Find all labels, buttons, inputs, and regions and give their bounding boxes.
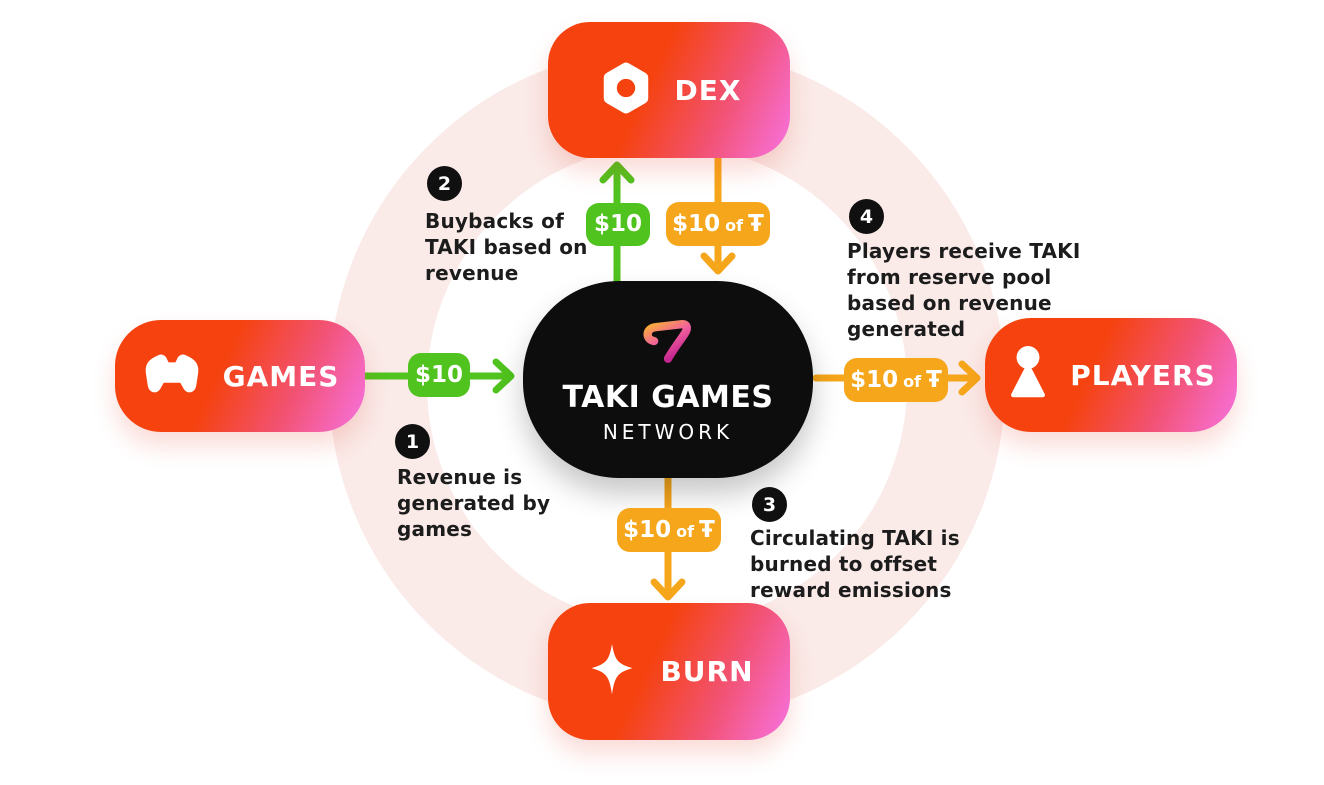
flow-connector: of: [903, 372, 922, 391]
center-title: TAKI GAMES: [562, 379, 774, 415]
person-icon: [1006, 345, 1050, 405]
flow-label-network-to-dex: $10: [586, 203, 650, 246]
step-1-text: Revenue is generated by games: [397, 465, 551, 541]
hexagon-icon: [597, 59, 655, 121]
flow-amount: $10: [623, 516, 672, 543]
step-2-badge: 2: [427, 166, 462, 201]
step-2-text: Buybacks of TAKI based on revenue: [425, 209, 588, 285]
burn-label: BURN: [660, 655, 754, 688]
taki-token-symbol: Ŧ: [926, 366, 942, 393]
players-label: PLAYERS: [1070, 358, 1216, 392]
flow-connector: of: [725, 216, 744, 235]
flow-amount: $10: [672, 210, 721, 237]
taki-logo-icon: [637, 316, 699, 372]
flow-label-network-to-burn: $10 of Ŧ: [617, 508, 721, 552]
flow-label-dex-to-network: $10 of Ŧ: [666, 202, 770, 246]
games-label: GAMES: [222, 359, 340, 393]
dex-label: DEX: [674, 73, 742, 107]
center-subtitle: NETWORK: [602, 419, 734, 444]
burn-node: BURN: [548, 603, 790, 740]
flow-label-games-to-network: $10: [408, 353, 470, 397]
step-3-text: Circulating TAKI is burned to offset rew…: [750, 526, 960, 602]
flow-amount: $10: [593, 211, 642, 237]
gamepad-icon: [141, 352, 203, 400]
taki-games-network-node: TAKI GAMES NETWORK: [523, 281, 813, 478]
flow-connector: of: [676, 522, 695, 541]
games-node: GAMES: [115, 320, 365, 432]
step-4-badge: 4: [849, 199, 884, 234]
players-node: PLAYERS: [985, 318, 1237, 432]
sparkle-icon: [584, 642, 640, 702]
step-1-badge: 1: [395, 424, 430, 459]
taki-token-symbol: Ŧ: [699, 516, 715, 543]
dex-node: DEX: [548, 22, 790, 158]
taki-token-symbol: Ŧ: [748, 210, 764, 237]
step-4-text: Players receive TAKI from reserve pool b…: [847, 239, 1081, 341]
flow-amount: $10: [414, 361, 463, 388]
flow-label-network-to-players: $10 of Ŧ: [844, 358, 948, 402]
flow-amount: $10: [850, 366, 899, 393]
step-3-badge: 3: [752, 487, 787, 522]
